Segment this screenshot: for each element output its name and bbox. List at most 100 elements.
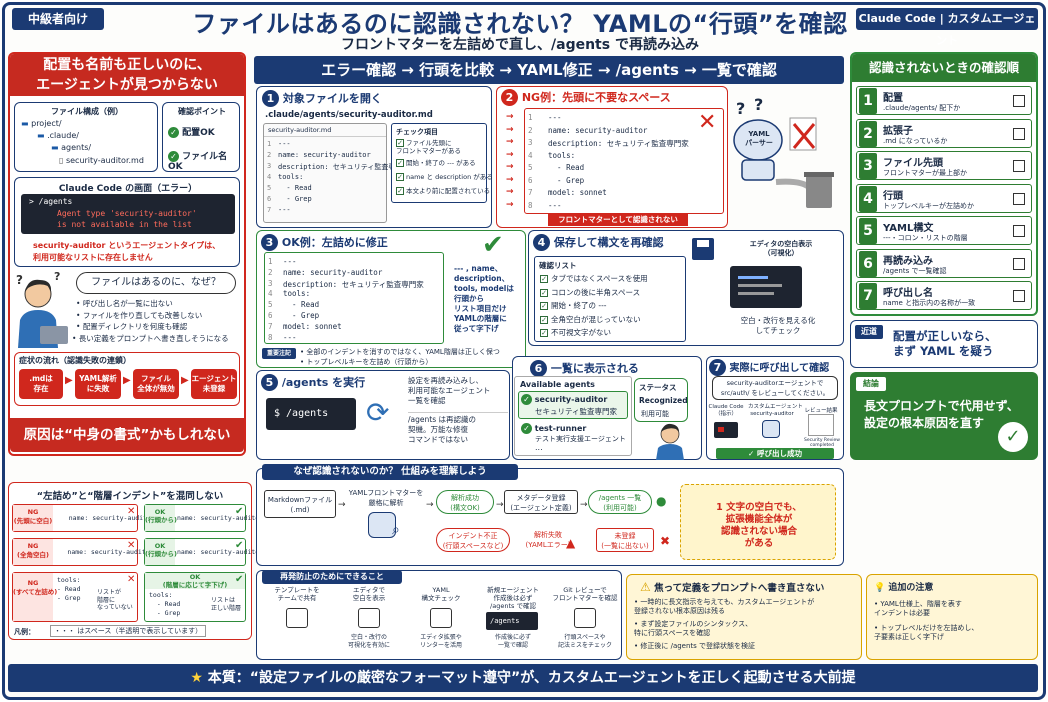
code-line: --- xyxy=(278,140,291,148)
product-badge: Claude Code | カスタムエージェント xyxy=(856,8,1038,47)
ng-code: tools: - Read - Grep xyxy=(57,576,81,602)
ng-example: NG (先頭に空白) name: security-auditor✕ xyxy=(12,504,155,532)
code-line-number: 6 xyxy=(268,311,273,320)
status-value-jp: 利用可能 xyxy=(641,410,669,418)
checklist-item: ✓本文より前に配置されている xyxy=(396,187,490,195)
code-line: - Grep xyxy=(278,195,312,203)
checklist-row-title: 配置 xyxy=(883,93,903,104)
step-5-note-1: 設定を再読み込みし、 利用可能なエージェント 一覧を確認 xyxy=(408,376,491,405)
bottom-banner: ★ 本質：“設定ファイルの厳密なフォーマット遵守”が、カスタムエージェントを正し… xyxy=(8,664,1038,692)
checkbox-checked[interactable]: ✓ xyxy=(540,302,548,310)
ok-code: tools: - Read - Grep xyxy=(149,591,181,617)
prevent-item-title: テンプレートを チームで共有 xyxy=(274,586,320,602)
checkbox-checked[interactable]: ✓ xyxy=(396,159,404,167)
checkbox-checked[interactable]: ✓ xyxy=(396,187,404,195)
code-line: description: セキュリティ監査専門家 xyxy=(539,139,689,148)
agents-command-terminal: $ /agents xyxy=(266,398,356,430)
arrow-icon: → xyxy=(506,187,514,197)
cross-icon: ✕ xyxy=(127,506,136,517)
checkbox-checked[interactable]: ✓ xyxy=(396,139,404,147)
checkbox-checked[interactable]: ✓ xyxy=(540,329,548,337)
tree-item-agents: ▬ agents/ xyxy=(51,143,92,152)
indent-ng-node: インデント不正 (行頭スペースなど) xyxy=(436,528,510,552)
check-icon: ✓ xyxy=(521,394,532,405)
checklist-text: ファイル先頭に フロントマターがある xyxy=(396,139,461,155)
check-icon: ✔ xyxy=(235,574,244,585)
step-number: 1 xyxy=(262,90,279,107)
checkbox[interactable] xyxy=(1013,225,1025,237)
parser-label: YAML パーサー xyxy=(745,130,773,147)
step-1-path: .claude/agents/security-auditor.md xyxy=(265,110,433,120)
file-structure-box: ファイル構成（例） ▬ project/ ▬ .claude/ ▬ agents… xyxy=(14,102,158,172)
parse-fail-node: 解析失敗 (YAMLエラー) xyxy=(525,531,571,549)
agent-item-2-desc: テスト実行支援エージェント xyxy=(535,435,626,443)
checkbox-checked[interactable]: ✓ xyxy=(540,288,548,297)
legend-key: ・・・ はスペース（半透明で表示しています） xyxy=(50,625,207,637)
save-icon xyxy=(692,238,714,260)
checklist-panel: チェック項目 ✓ファイル先頭に フロントマターがある✓開始・終了の --- があ… xyxy=(391,123,493,203)
arrow-icon: ▶ xyxy=(65,375,73,386)
checkbox[interactable] xyxy=(1013,192,1025,205)
checkbox[interactable] xyxy=(1013,160,1025,172)
key-note-2: • トップレベルキーを左詰め（行頭から） xyxy=(300,358,433,366)
prevent-item-title: 新規エージェント 作成後は必ず /agents で確認 xyxy=(487,586,539,610)
code-line: description: セキュリティ監査専門家 xyxy=(283,279,424,289)
checkbox[interactable] xyxy=(1013,290,1025,302)
step-number: 5 xyxy=(261,374,278,391)
checkbox-checked[interactable]: ✓ xyxy=(540,275,548,283)
terminal-error-2: is not available in the list xyxy=(57,220,192,229)
checklist-row-desc: .claude/agents/ 配下か xyxy=(883,104,961,112)
code-line-number: 5 xyxy=(268,300,273,310)
step-number: 6 xyxy=(859,250,877,277)
divider xyxy=(264,136,386,137)
mechanism-arrows: → xyxy=(338,500,346,510)
review-doc-label: Security Review completed xyxy=(804,438,840,448)
prevent-item-title: YAML 構文チェック xyxy=(421,586,461,602)
left-title-line-2: エージェントが見つからない xyxy=(36,77,218,93)
code-line: description: セキュリティ監査専門家 xyxy=(278,163,410,171)
checkbox[interactable] xyxy=(1013,257,1025,270)
document-stack-icon xyxy=(286,608,308,628)
cause-banner: 原因は“中身の書式”かもしれない xyxy=(10,418,244,452)
confirm-text: タブではなくスペースを使用 xyxy=(551,274,648,283)
step-number: 2 xyxy=(501,89,518,106)
ng-label: NG (全角空白) xyxy=(13,539,53,565)
checkbox[interactable] xyxy=(1013,127,1025,140)
checkbox-checked[interactable]: ✓ xyxy=(396,173,404,181)
code-line-number: 7 xyxy=(267,206,272,214)
callout-text: 1 文字の空白でも、 拡張機能全体が 認識されない場合 がある xyxy=(716,502,802,549)
step-3-note: --- , name、 description、 tools, modelは 行… xyxy=(454,264,514,333)
agents-list-title: Available agents xyxy=(520,380,595,389)
code-line: - Read xyxy=(278,184,312,192)
check-mark-icon: ✔ xyxy=(482,230,504,260)
folder-icon: ▬ xyxy=(37,131,45,140)
checkbox-checked[interactable]: ✓ xyxy=(540,315,548,324)
arrow-icon: ▶ xyxy=(123,375,131,386)
agent-item-1-desc: セキュリティ監査専門家 xyxy=(535,407,618,416)
right-panel-title: 認識されないときの確認順 xyxy=(852,54,1036,82)
symptom-item: • 長い定義をプロンプトへ書き直しそうになる xyxy=(72,333,229,343)
symptom-list: • 呼び出し名が一覧に出ない • ファイルを作り直しても改善しない • 配置ディ… xyxy=(72,298,229,344)
confirm-item: ✓不可視文字がない xyxy=(540,327,611,338)
product-b: カスタムエージェント xyxy=(936,12,1036,47)
check-icon: ✔ xyxy=(235,506,244,517)
confirm-list-title: 確認リスト xyxy=(539,261,577,270)
step-7-title: 7 実際に呼び出して確認 xyxy=(709,359,829,376)
chain-step-4: エージェント 未登録 xyxy=(191,369,237,399)
warning-icon: ▲ xyxy=(566,536,576,550)
checkbox[interactable] xyxy=(1013,95,1025,107)
chain-step-3: ファイル 全体が無効 xyxy=(133,369,179,399)
mechanism-arrows: → xyxy=(426,500,434,510)
step-2-footer: フロントマターとして認識されない xyxy=(548,214,688,226)
code-line: --- xyxy=(283,257,297,266)
step-number: 4 xyxy=(859,185,877,212)
cross-icon: ✖ xyxy=(660,534,671,548)
page-subtitle: フロントマターを左詰めで直し、/agents で再読み込み xyxy=(341,37,699,53)
